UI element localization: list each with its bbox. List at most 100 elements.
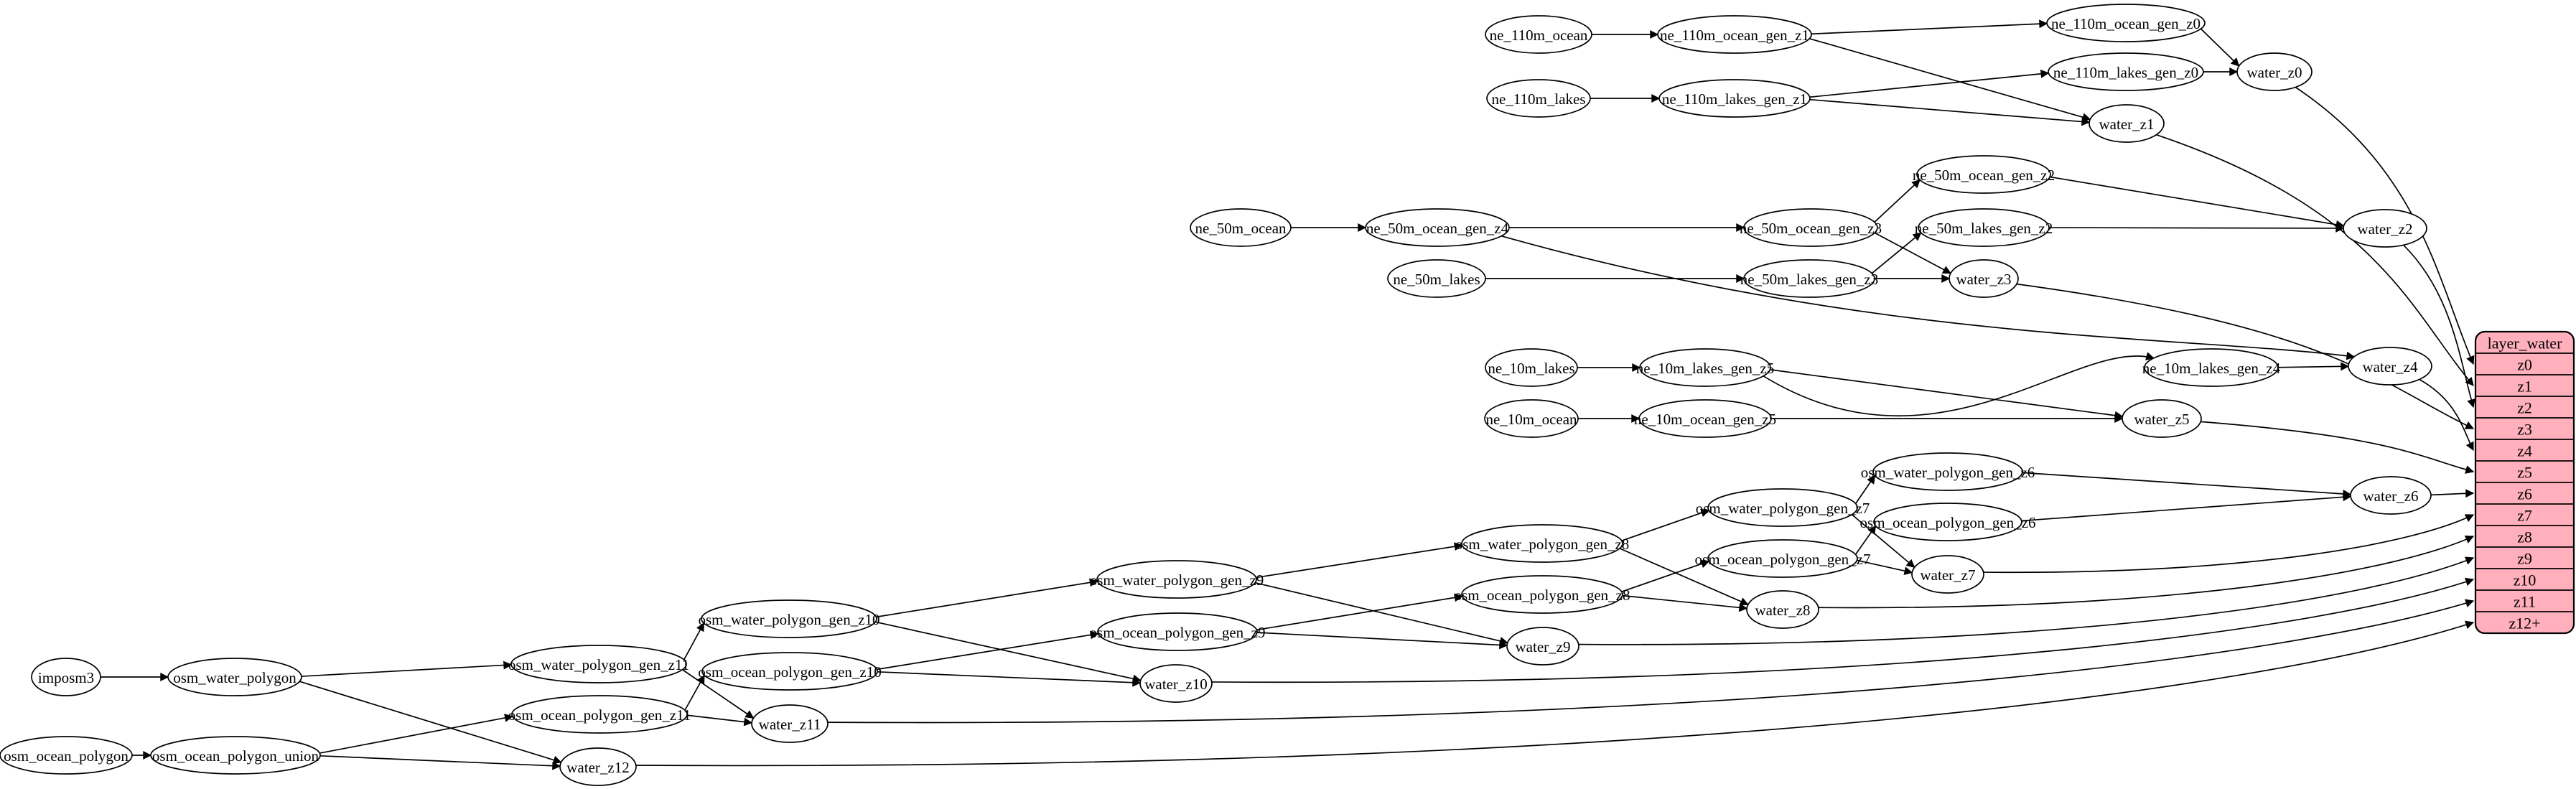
edge-osm_water_polygon_gen_z9-to-water_z9 — [1255, 582, 1508, 645]
edge-osm_water_polygon-to-osm_water_polygon_gen_z11 — [301, 660, 513, 677]
edge-osm_ocean_polygon_gen_z7-to-water_z7 — [1857, 559, 1913, 576]
node-water_z6: water_z6 — [2350, 476, 2432, 515]
node-label-ne_10m_ocean: ne_10m_ocean — [1485, 411, 1577, 428]
node-label-osm_water_polygon_gen_z7: osm_water_polygon_gen_z7 — [1696, 500, 1870, 517]
node-osm_ocean_polygon_gen_z7: osm_ocean_polygon_gen_z7 — [1695, 539, 1870, 578]
node-ellipse-water_z9 — [1506, 627, 1579, 666]
node-label-osm_ocean_polygon_gen_z11: osm_ocean_polygon_gen_z11 — [508, 706, 691, 724]
edge-water_z9-to-z9 — [1578, 556, 2475, 645]
node-ne_110m_ocean: ne_110m_ocean — [1485, 15, 1592, 54]
node-label-osm_water_polygon_gen_z9: osm_water_polygon_gen_z9 — [1090, 571, 1264, 589]
edge-osm_ocean_polygon_gen_z7-to-osm_ocean_polygon_gen_z6 — [1854, 525, 1877, 555]
edge-osm_water_polygon_gen_z9-to-osm_water_polygon_gen_z8 — [1256, 542, 1463, 579]
node-ellipse-osm_ocean_polygon_gen_z8 — [1461, 575, 1623, 614]
node-label-osm_ocean_polygon_union: osm_ocean_polygon_union — [152, 747, 319, 765]
node-label-water_z0: water_z0 — [2247, 64, 2302, 81]
edge-water_z11-to-z11 — [827, 599, 2475, 724]
node-ellipse-ne_110m_lakes_gen_z1 — [1658, 79, 1811, 118]
layer-water-row-z1: z1 — [2517, 378, 2532, 396]
node-label-ne_10m_lakes_gen_z5: ne_10m_lakes_gen_z5 — [1636, 360, 1774, 377]
node-ellipse-water_z12 — [559, 747, 637, 786]
node-ellipse-ne_10m_lakes_gen_z4 — [2144, 348, 2279, 387]
node-label-water_z2: water_z2 — [2358, 220, 2413, 238]
edge-ne_50m_lakes_gen_z3-to-ne_50m_lakes_gen_z2 — [1871, 232, 1922, 274]
node-ellipse-ne_50m_lakes — [1387, 259, 1486, 298]
node-label-ne_110m_ocean_gen_z1: ne_110m_ocean_gen_z1 — [1660, 27, 1809, 44]
edge-osm_ocean_polygon_union-to-osm_ocean_polygon_gen_z11 — [319, 714, 513, 754]
node-ellipse-ne_10m_ocean — [1484, 399, 1579, 438]
node-label-water_z7: water_z7 — [1921, 566, 1976, 584]
node-label-osm_water_polygon: osm_water_polygon — [173, 669, 297, 686]
node-water_z12: water_z12 — [559, 747, 637, 786]
node-ellipse-osm_ocean_polygon_union — [150, 736, 321, 775]
edge-osm_ocean_polygon_gen_z8-to-water_z8 — [1622, 594, 1748, 612]
node-label-water_z10: water_z10 — [1144, 676, 1207, 693]
edge-osm_ocean_polygon_gen_z9-to-water_z9 — [1256, 632, 1508, 650]
edge-osm_water_polygon_gen_z10-to-osm_water_polygon_gen_z9 — [876, 578, 1098, 618]
node-ellipse-osm_water_polygon_gen_z7 — [1707, 488, 1858, 527]
edge-water_z5-to-z5 — [2201, 421, 2475, 474]
node-water_z11: water_z11 — [751, 704, 829, 743]
node-label-imposm3: imposm3 — [38, 669, 94, 686]
edge-water_z10-to-z10 — [1211, 577, 2475, 683]
node-label-ne_10m_ocean_gen_z5: ne_10m_ocean_gen_z5 — [1634, 411, 1776, 428]
edge-water_z2-to-z2 — [2403, 244, 2475, 408]
edge-osm_ocean_polygon_gen_z10-to-water_z10 — [877, 671, 1142, 687]
node-ellipse-osm_ocean_polygon_gen_z7 — [1707, 539, 1858, 578]
node-ne_10m_lakes: ne_10m_lakes — [1485, 348, 1578, 387]
node-osm_ocean_polygon_gen_z11: osm_ocean_polygon_gen_z11 — [508, 695, 691, 734]
node-ellipse-osm_water_polygon — [167, 658, 302, 696]
node-label-water_z5: water_z5 — [2134, 411, 2190, 428]
node-ellipse-osm_water_polygon_gen_z8 — [1461, 524, 1623, 563]
node-ne_110m_lakes_gen_z1: ne_110m_lakes_gen_z1 — [1658, 79, 1811, 118]
node-water_z2: water_z2 — [2343, 209, 2427, 248]
node-label-osm_ocean_polygon_gen_z6: osm_ocean_polygon_gen_z6 — [1860, 514, 2036, 531]
node-ne_10m_ocean_gen_z5: ne_10m_ocean_gen_z5 — [1634, 399, 1776, 438]
node-osm_ocean_polygon_union: osm_ocean_polygon_union — [150, 736, 321, 775]
edge-osm_ocean_polygon_gen_z8-to-osm_ocean_polygon_gen_z7 — [1621, 559, 1710, 592]
node-osm_water_polygon_gen_z11: osm_water_polygon_gen_z11 — [508, 645, 689, 683]
node-label-ne_10m_lakes: ne_10m_lakes — [1488, 360, 1574, 377]
node-label-osm_water_polygon_gen_z6: osm_water_polygon_gen_z6 — [1861, 464, 2035, 481]
layer-water-row-z8: z8 — [2517, 528, 2532, 546]
node-label-ne_110m_lakes: ne_110m_lakes — [1491, 90, 1585, 108]
node-label-ne_50m_ocean_gen_z2: ne_50m_ocean_gen_z2 — [1913, 167, 2055, 184]
edge-osm_water_polygon_gen_z8-to-osm_water_polygon_gen_z7 — [1621, 508, 1710, 541]
node-ellipse-water_z4 — [2348, 347, 2432, 386]
node-label-ne_50m_ocean: ne_50m_ocean — [1195, 220, 1287, 237]
node-label-ne_110m_ocean_gen_z0: ne_110m_ocean_gen_z0 — [2051, 15, 2201, 32]
node-ellipse-water_z1 — [2089, 104, 2165, 143]
layer-water-row-z5: z5 — [2517, 464, 2532, 482]
node-label-osm_ocean_polygon: osm_ocean_polygon — [4, 747, 129, 765]
edge-ne_50m_ocean_gen_z2-to-water_z2 — [2050, 176, 2345, 229]
node-osm_water_polygon_gen_z7: osm_water_polygon_gen_z7 — [1696, 488, 1870, 527]
node-label-ne_50m_lakes_gen_z3: ne_50m_lakes_gen_z3 — [1740, 271, 1878, 288]
node-osm_water_polygon: osm_water_polygon — [167, 658, 302, 696]
node-osm_ocean_polygon_gen_z6: osm_ocean_polygon_gen_z6 — [1860, 503, 2036, 541]
edge-osm_water_polygon_gen_z6-to-water_z6 — [2022, 472, 2352, 498]
edge-ne_50m_ocean_gen_z3-to-water_z3 — [1874, 232, 1952, 274]
node-ellipse-ne_50m_ocean_gen_z2 — [1916, 155, 2051, 194]
node-label-ne_50m_lakes: ne_50m_lakes — [1393, 271, 1480, 288]
node-ellipse-ne_110m_lakes — [1486, 79, 1591, 118]
node-label-water_z8: water_z8 — [1755, 602, 1811, 619]
node-osm_ocean_polygon: osm_ocean_polygon — [0, 736, 133, 775]
node-ellipse-ne_10m_lakes — [1485, 348, 1578, 387]
edge-ne_50m_ocean_gen_z4-to-water_z4 — [1501, 235, 2356, 360]
node-label-ne_110m_lakes_gen_z0: ne_110m_lakes_gen_z0 — [2053, 64, 2198, 81]
node-ellipse-ne_50m_lakes_gen_z2 — [1918, 208, 2050, 247]
node-ellipse-osm_water_polygon_gen_z11 — [510, 645, 687, 683]
node-ne_50m_ocean_gen_z4: ne_50m_ocean_gen_z4 — [1365, 208, 1510, 247]
node-water_z0: water_z0 — [2236, 52, 2313, 91]
node-ellipse-ne_110m_ocean_gen_z1 — [1657, 15, 1812, 54]
node-label-ne_110m_ocean: ne_110m_ocean — [1490, 27, 1588, 44]
layer-water-table: layer_waterz0z1z2z3z4z5z6z7z8z9z10z11z12… — [2474, 330, 2575, 635]
node-water_z7: water_z7 — [1911, 555, 1984, 594]
edge-water_z12-to-z12+ — [635, 620, 2475, 767]
node-ne_50m_lakes: ne_50m_lakes — [1387, 259, 1486, 298]
node-label-water_z11: water_z11 — [759, 716, 821, 733]
node-label-osm_ocean_polygon_gen_z8: osm_ocean_polygon_gen_z8 — [1455, 587, 1630, 604]
node-label-ne_50m_ocean_gen_z4: ne_50m_ocean_gen_z4 — [1366, 220, 1509, 237]
edge-ne_110m_ocean_gen_z1-to-water_z1 — [1809, 37, 2091, 121]
